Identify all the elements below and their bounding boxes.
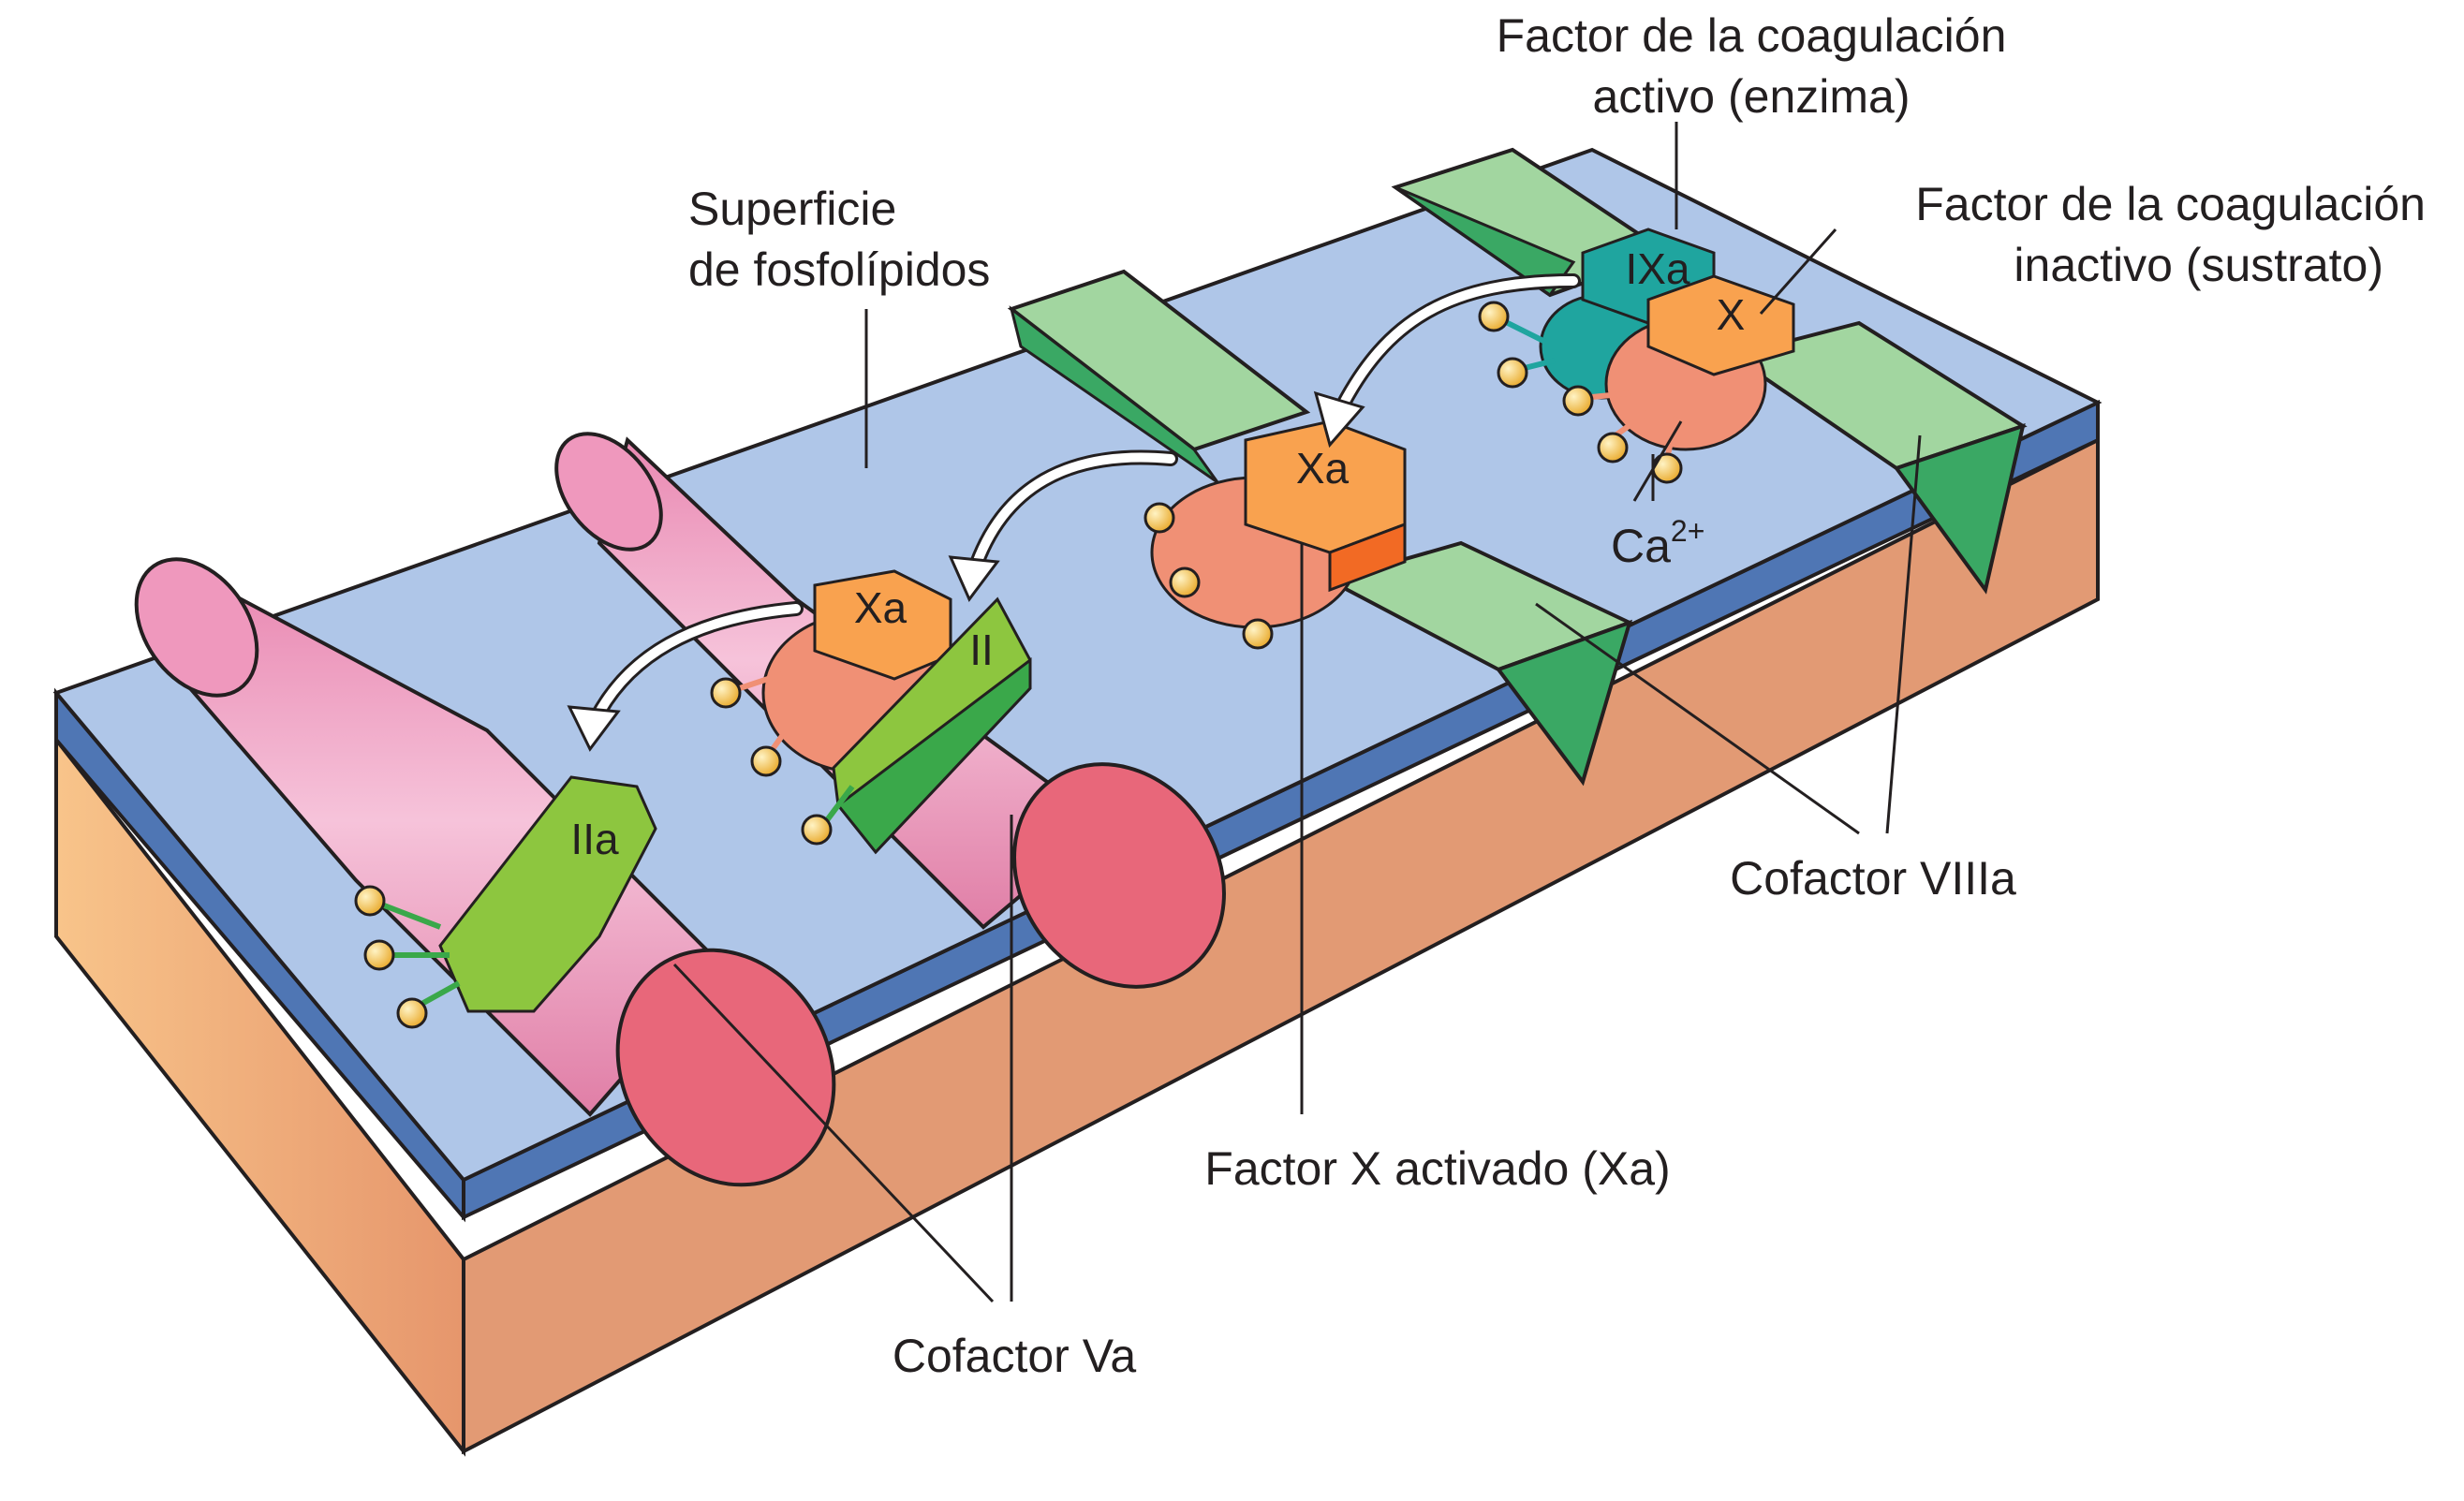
tenase-complex: IXa X [1478, 228, 1795, 484]
active-factor-label-line2: activo (enzima) [1593, 70, 1911, 123]
x-label: X [1717, 290, 1746, 339]
inactive-factor-label-line2: inactivo (sustrato) [2014, 239, 2383, 291]
calcium-symbol: Ca [1611, 520, 1671, 572]
calcium-charge: 2+ [1671, 514, 1704, 548]
activated-xa-label: Factor X activado (Xa) [1204, 1142, 1670, 1195]
calcium-ions-xa-lower [710, 671, 855, 846]
calcium-ions-xa-middle [1143, 502, 1274, 650]
xa-middle-label: Xa [1296, 444, 1350, 493]
cofactor-viiia-upper [1391, 147, 2028, 595]
cofactor-viiia-label: Cofactor VIIIa [1730, 852, 2016, 905]
surface-label-line2: de fosfolípidos [688, 243, 990, 296]
inactive-factor-label-line1: Factor de la coagulación [1915, 178, 2426, 230]
calcium-ions-iia [354, 885, 461, 1029]
leader-lines [672, 122, 1922, 1303]
cofactor-va-lower [134, 557, 836, 1187]
cofactor-va-label: Cofactor Va [893, 1330, 1136, 1382]
ii-label: II [969, 625, 994, 674]
surface-label-line1: Superficie [688, 183, 896, 235]
x-head [1646, 274, 1795, 376]
calcium-label: Ca2+ [1611, 514, 1704, 572]
xa-middle-complex: Xa [1143, 419, 1407, 650]
iia-label: IIa [570, 815, 619, 863]
reaction-arrows [567, 273, 1581, 752]
prothrombinase-complex: Xa II [710, 569, 1032, 855]
calcium-ions-complex-1 [1478, 301, 1683, 484]
thrombin-iia: IIa [354, 775, 657, 1029]
ixa-label: IXa [1625, 244, 1689, 293]
active-factor-label-line1: Factor de la coagulación [1497, 9, 2007, 62]
xa-lower-label: Xa [854, 583, 907, 632]
annotation-labels: Superficie de fosfolípidos Factor de la … [688, 9, 2426, 1382]
